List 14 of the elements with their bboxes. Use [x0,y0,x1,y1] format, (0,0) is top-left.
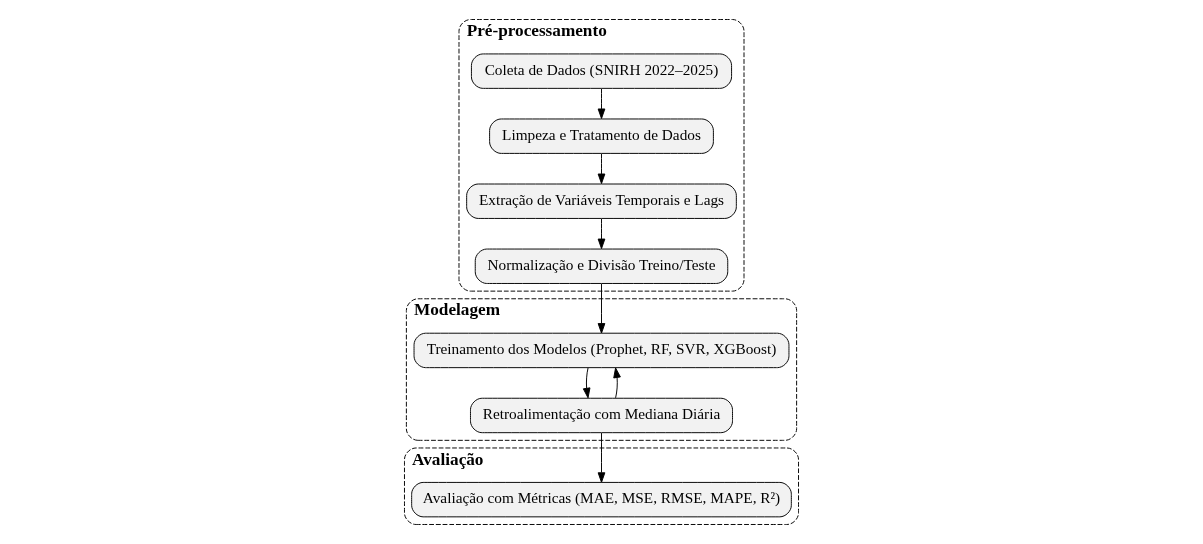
node-box: Limpeza e Tratamento de Dados [489,118,714,154]
node-box: Normalização e Divisão Treino/Teste [474,248,729,284]
node-box: Coleta de Dados (SNIRH 2022–2025) [470,53,733,89]
arrow [597,88,606,120]
arrow [613,367,621,399]
arrow [597,153,606,185]
node-box: Treinamento dos Modelos (Prophet, RF, SVR, XGBoost) [413,332,790,369]
arrow [582,367,591,399]
node-box: Extração de Variáveis Temporais e Lags [466,183,737,219]
node-box: Avaliação com Métricas (MAE, MSE, RMSE, MAPE, R²) [411,481,792,518]
arrow [597,283,606,334]
arrow [597,432,606,483]
node-box: Retroalimentação com Mediana Diária [470,397,733,434]
arrow [597,218,606,250]
